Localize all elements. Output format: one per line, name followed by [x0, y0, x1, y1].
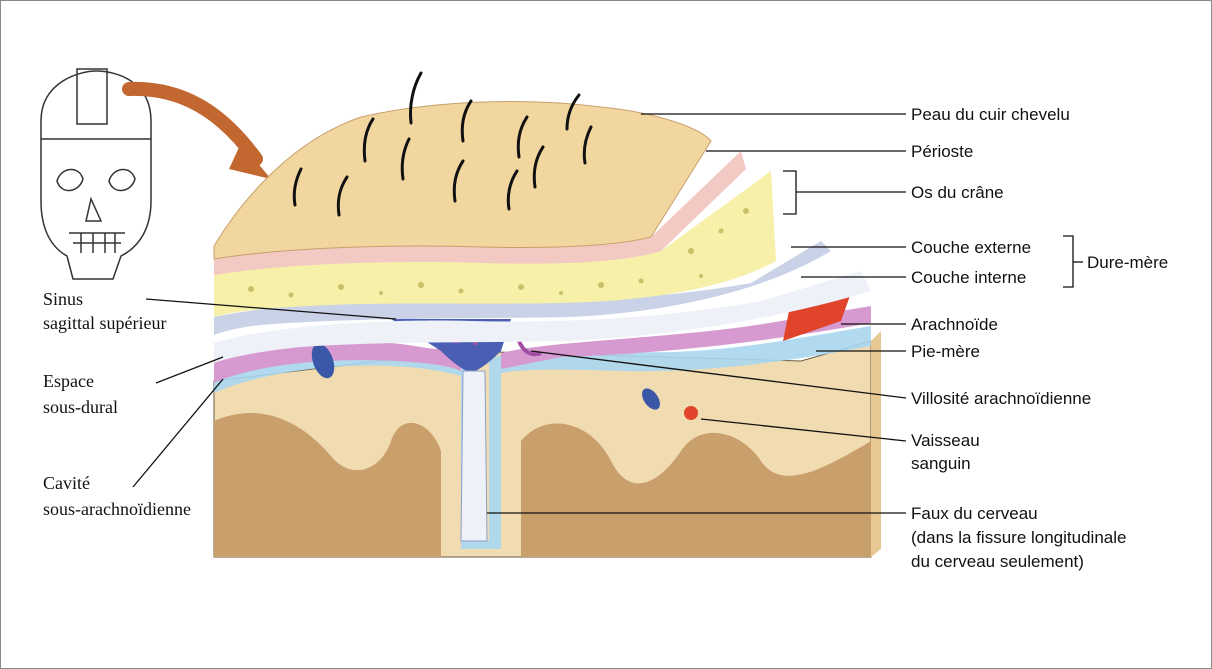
label-falx-3: du cerveau seulement): [911, 551, 1084, 572]
skull-inset: [41, 69, 151, 279]
label-bone: Os du crâne: [911, 182, 1004, 203]
label-arachnoid: Arachnoïde: [911, 314, 998, 335]
label-subdural-1: Espace: [43, 371, 94, 392]
label-dura-group: Dure-mère: [1087, 252, 1168, 273]
label-subdural-2: sous-dural: [43, 397, 118, 418]
label-villus: Villosité arachnoïdienne: [911, 388, 1091, 409]
label-dura-inner: Couche interne: [911, 267, 1026, 288]
label-vessel-1: Vaisseau: [911, 430, 980, 451]
label-periosteum: Périoste: [911, 141, 973, 162]
label-sinus-2: sagittal supérieur: [43, 313, 166, 334]
label-falx-1: Faux du cerveau: [911, 503, 1038, 524]
label-pia: Pie-mère: [911, 341, 980, 362]
label-vessel-2: sanguin: [911, 453, 971, 474]
label-sinus-1: Sinus: [43, 289, 83, 310]
pointer-arrow: [129, 89, 256, 159]
label-dura-outer: Couche externe: [911, 237, 1031, 258]
label-subarachnoid-1: Cavité: [43, 473, 90, 494]
label-skin: Peau du cuir chevelu: [911, 104, 1070, 125]
label-falx-2: (dans la fissure longitudinale: [911, 527, 1126, 548]
falx: [461, 371, 487, 541]
label-subarachnoid-2: sous-arachnoïdienne: [43, 499, 191, 520]
